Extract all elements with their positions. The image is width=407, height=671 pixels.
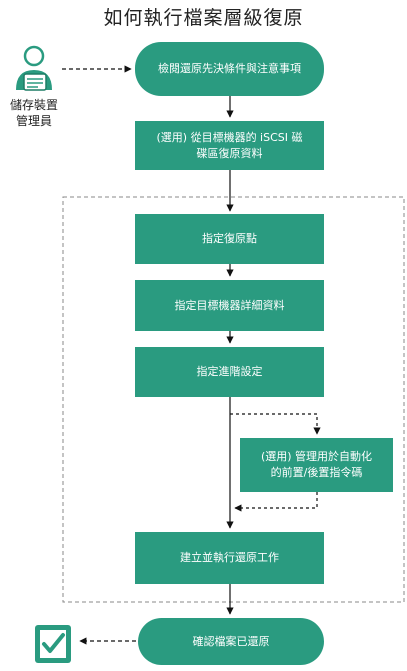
storage-admin-person-icon bbox=[10, 44, 58, 96]
step-specify-target-details: 指定目標機器詳細資料 bbox=[135, 280, 324, 331]
step-recover-iscsi-line2: 碟區復原資料 bbox=[196, 146, 263, 160]
step-verify-files-restored: 確認檔案已還原 bbox=[138, 618, 324, 665]
step-specify-advanced-label: 指定進階設定 bbox=[196, 365, 263, 379]
step-create-run-job-label: 建立並執行還原工作 bbox=[180, 551, 279, 565]
actor-label: 儲存裝置 管理員 bbox=[0, 97, 68, 129]
step-manage-scripts-line2: 的前置/後置指令碼 bbox=[270, 466, 363, 479]
actor-label-line1: 儲存裝置 bbox=[9, 98, 58, 112]
step-recover-iscsi: (選用) 從目標機器的 iSCSI 磁 碟區復原資料 bbox=[135, 121, 324, 170]
step-specify-target-details-label: 指定目標機器詳細資料 bbox=[174, 298, 285, 312]
step-recover-iscsi-line1: (選用) 從目標機器的 iSCSI 磁 bbox=[156, 130, 303, 144]
checkmark-clipboard-icon bbox=[34, 624, 72, 664]
page-title: 如何執行檔案層級復原 bbox=[103, 7, 304, 29]
arrow-scripts-return bbox=[234, 492, 318, 512]
step-specify-advanced: 指定進階設定 bbox=[135, 347, 324, 397]
step-create-run-job: 建立並執行還原工作 bbox=[135, 532, 324, 584]
step-manage-scripts-line1: (選用) 管理用於自動化 bbox=[260, 450, 373, 464]
step-verify-files-restored-label: 確認檔案已還原 bbox=[192, 634, 270, 648]
step-manage-scripts: (選用) 管理用於自動化 的前置/後置指令碼 bbox=[240, 438, 393, 492]
arrow-advanced-scripts bbox=[230, 413, 321, 435]
step-review-prerequisites-label: 檢閱還原先決條件與注意事項 bbox=[158, 62, 301, 76]
step-specify-recovery-point-label: 指定復原點 bbox=[202, 232, 257, 246]
optional-section-frame bbox=[62, 196, 405, 603]
step-specify-recovery-point: 指定復原點 bbox=[135, 214, 324, 264]
step-review-prerequisites: 檢閱還原先決條件與注意事項 bbox=[135, 42, 324, 96]
actor-label-line2: 管理員 bbox=[15, 114, 52, 129]
